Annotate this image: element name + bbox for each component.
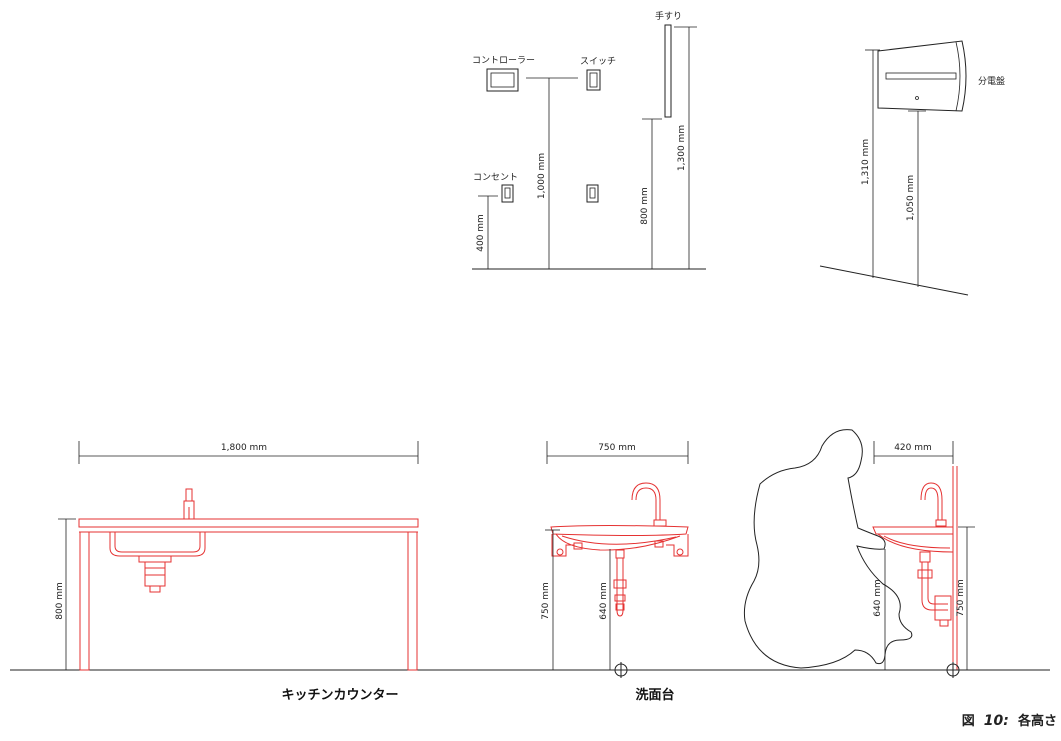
wheelchair-washbasin-elevation: 420 mm 640 mm [743, 429, 975, 678]
kitchen-label: キッチンカウンター [281, 688, 398, 703]
washbasin-label: 洗面台 [635, 687, 674, 703]
washbasin-elevation: 750 mm [541, 441, 689, 703]
kitchen-counter-elevation: 1,800 mm 800 mm キッチンカウンター [55, 441, 419, 703]
controller-height-text: 1,000 mm [537, 153, 547, 199]
washbasin-height-text: 750 mm [541, 582, 551, 620]
wc-basin-height-text: 750 mm [956, 579, 966, 617]
wall-fittings-elevation: コントローラー スイッチ 1,000 mm コンセント 400 mm 手すり [472, 10, 706, 270]
wc-basin-knee-text: 640 mm [873, 579, 883, 617]
wc-basin-width-text: 420 mm [894, 443, 932, 453]
handrail-icon [664, 24, 672, 118]
washbasin-width-text: 750 mm [598, 443, 636, 453]
outlet-height-text: 400 mm [476, 214, 486, 252]
wheelchair-user-silhouette-icon [743, 429, 913, 669]
panel-top-text: 1,310 mm [861, 139, 871, 185]
handrail-label: 手すり [655, 10, 682, 22]
outlet-label: コンセント [473, 172, 518, 183]
panel-bottom-text: 1,050 mm [906, 175, 916, 221]
figure-caption: 図 10: 各高さ [962, 710, 1057, 729]
controller-icon [486, 68, 519, 92]
switch-label: スイッチ [580, 56, 616, 67]
kitchen-width-text: 1,800 mm [221, 443, 267, 453]
kitchen-height-text: 800 mm [55, 582, 65, 620]
panel-label: 分電盤 [978, 75, 1005, 87]
outlet-icon-2 [586, 184, 599, 203]
outlet-icon [501, 184, 514, 203]
kitchen-counter-icon [78, 488, 419, 671]
sloped-floor-line [819, 265, 969, 296]
washbasin-icon [550, 482, 689, 678]
washbasin-knee-text: 640 mm [599, 582, 609, 620]
caption-prefix: 図 [962, 714, 975, 729]
distribution-panel-icon [877, 40, 967, 112]
caption-title: 各高さ [1017, 713, 1057, 729]
handrail-top-text: 1,300 mm [677, 125, 687, 171]
switch-icon [586, 69, 601, 91]
distribution-panel-elevation: 分電盤 1,310 mm 1,050 mm [819, 40, 1005, 296]
wheelchair-washbasin-icon [872, 466, 961, 678]
handrail-bottom-text: 800 mm [640, 187, 650, 225]
controller-label: コントローラー [472, 55, 535, 66]
caption-number: 10: [984, 713, 1009, 729]
